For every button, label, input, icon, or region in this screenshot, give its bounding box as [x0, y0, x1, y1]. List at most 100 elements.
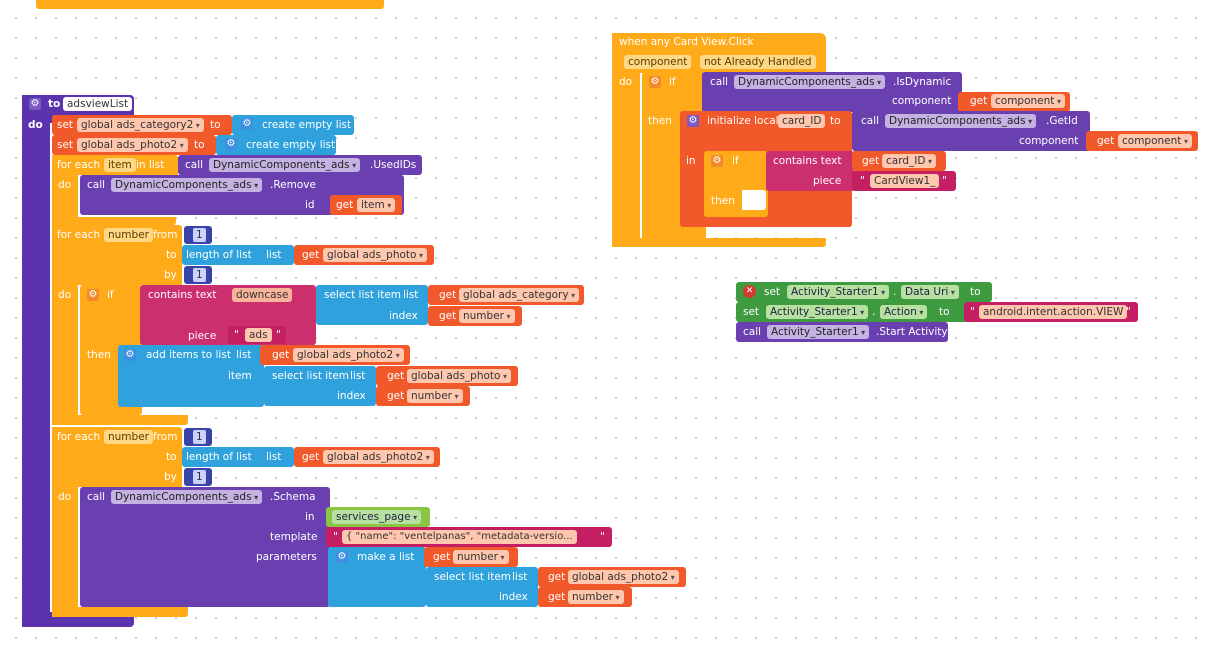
if-mutator-gear-icon[interactable]: ⚙: [87, 289, 99, 301]
component-dropdown[interactable]: DynamicComponents_ads: [209, 158, 361, 172]
action-text-field[interactable]: android.intent.action.VIEW: [979, 305, 1128, 319]
procedure-gear-icon[interactable]: ⚙: [29, 98, 41, 110]
from-label: from: [153, 431, 178, 443]
list-label: list: [403, 289, 419, 301]
mutator-gear-icon[interactable]: ⚙: [336, 551, 348, 563]
to-label: to: [939, 306, 950, 318]
if-mutator-gear-icon[interactable]: ⚙: [711, 155, 723, 167]
component-dropdown[interactable]: Activity_Starter1: [767, 325, 870, 339]
from-number-field[interactable]: 1: [193, 430, 206, 444]
screen-dropdown[interactable]: services_page: [332, 510, 422, 524]
to-label: to: [210, 119, 221, 131]
by-number-field[interactable]: 1: [193, 268, 206, 282]
mutator-gear-icon[interactable]: ⚙: [225, 138, 237, 150]
add-items-label: add items to list: [146, 349, 231, 361]
var-dropdown[interactable]: number: [568, 590, 624, 604]
var-dropdown[interactable]: component: [991, 94, 1065, 108]
to-label: to: [970, 286, 981, 298]
var-dropdown[interactable]: global ads_photo2: [568, 570, 679, 584]
component-dropdown[interactable]: DynamicComponents_ads: [111, 178, 263, 192]
call-label: call: [743, 326, 762, 338]
component-dropdown[interactable]: DynamicComponents_ads: [885, 114, 1037, 128]
select-list-item-block[interactable]: [426, 567, 538, 607]
var-dropdown[interactable]: global ads_category2: [77, 118, 204, 132]
method-label: .UsedIDs: [370, 159, 417, 171]
by-label: by: [164, 269, 177, 281]
var-dropdown[interactable]: global ads_photo2: [77, 138, 188, 152]
add-items-block[interactable]: [118, 345, 264, 407]
from-number-field[interactable]: 1: [193, 228, 206, 242]
error-x-icon[interactable]: ✕: [743, 285, 756, 298]
top-block-stub[interactable]: [36, 0, 384, 9]
var-dropdown[interactable]: number: [407, 389, 463, 403]
select-list-item-block[interactable]: [264, 366, 376, 406]
piece-text-field[interactable]: CardView1_: [870, 174, 940, 188]
schema-call-block[interactable]: [80, 487, 330, 607]
get-label: get: [336, 199, 354, 211]
select-list-item-block[interactable]: [316, 285, 428, 325]
list-label: list: [266, 249, 282, 261]
do-label: do: [58, 289, 72, 301]
downcase-dropdown[interactable]: downcase: [232, 288, 293, 302]
for-each-label: for each: [57, 159, 101, 171]
if-mutator-gear-icon[interactable]: ⚙: [649, 76, 661, 88]
by-number-field[interactable]: 1: [193, 470, 206, 484]
var-dropdown[interactable]: global ads_photo2: [323, 450, 434, 464]
var-dropdown[interactable]: number: [459, 309, 515, 323]
index-label: index: [389, 310, 418, 322]
procedure-name-field[interactable]: adsviewList: [63, 97, 133, 111]
component-dropdown[interactable]: DynamicComponents_ads: [111, 490, 263, 504]
loop-var-field[interactable]: number: [104, 430, 153, 444]
select-list-item-label: select list item: [324, 289, 402, 301]
var-dropdown[interactable]: global ads_photo: [323, 248, 428, 262]
var-dropdown[interactable]: card_ID: [882, 154, 936, 168]
template-label: template: [270, 531, 318, 543]
component-dropdown[interactable]: DynamicComponents_ads: [734, 75, 886, 89]
var-dropdown[interactable]: global ads_photo: [407, 369, 512, 383]
component-label: component: [1019, 135, 1079, 147]
var-dropdown[interactable]: global ads_category: [459, 288, 580, 302]
set-label: set: [743, 306, 760, 318]
proc-do-label: do: [28, 119, 43, 131]
quote-open: ": [234, 329, 239, 341]
to-label: to: [166, 451, 177, 463]
index-label: index: [499, 591, 528, 603]
create-empty-list: create empty list: [246, 139, 336, 151]
init-local-gear-icon[interactable]: ⚙: [687, 115, 699, 127]
component-dropdown[interactable]: Activity_Starter1: [766, 305, 869, 319]
piece-text-field[interactable]: ads: [245, 328, 272, 342]
var-dropdown[interactable]: number: [453, 550, 509, 564]
quote-close: ": [942, 175, 947, 187]
event-param-component[interactable]: component: [624, 55, 692, 69]
method-label: .Remove: [270, 179, 316, 191]
component-dropdown[interactable]: Activity_Starter1: [787, 285, 890, 299]
loop-var-field[interactable]: item: [104, 158, 136, 172]
mutator-gear-icon[interactable]: ⚙: [241, 118, 253, 130]
get-label: get: [970, 95, 988, 107]
var-dropdown[interactable]: global ads_photo2: [293, 348, 404, 362]
if-label: if: [107, 289, 114, 301]
local-var-name-field[interactable]: card_ID: [778, 114, 826, 128]
mutator-gear-icon[interactable]: ⚙: [124, 349, 136, 361]
get-label: get: [433, 551, 451, 563]
var-dropdown[interactable]: item: [357, 198, 396, 212]
var-dropdown[interactable]: component: [1118, 134, 1192, 148]
get-label: get: [387, 390, 405, 402]
if-label: if: [732, 155, 739, 167]
property-dropdown[interactable]: Action: [880, 305, 928, 319]
get-label: get: [302, 451, 320, 463]
template-text-field[interactable]: { "name": "ventelpanas", "metadata-versi…: [342, 530, 577, 544]
list-label: list: [512, 571, 528, 583]
get-label: get: [1097, 135, 1115, 147]
id-label: id: [305, 199, 315, 211]
loop-var-field[interactable]: number: [104, 228, 153, 242]
property-dropdown[interactable]: Data Uri: [901, 285, 959, 299]
quote-close: ": [600, 531, 605, 543]
get-label: get: [439, 310, 457, 322]
to-label: to: [194, 139, 205, 151]
contains-text-block[interactable]: [766, 151, 854, 191]
component-label: component: [892, 95, 952, 107]
for-each-label: for each: [57, 229, 101, 241]
length-of-list-label: length of list: [186, 451, 252, 463]
event-param-not-handled[interactable]: not Already Handled: [700, 55, 816, 69]
